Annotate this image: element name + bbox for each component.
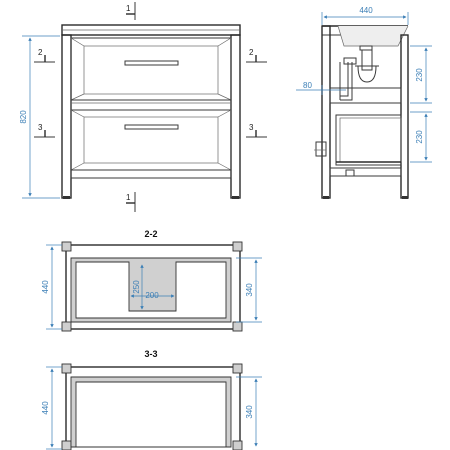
cutout-height-label: 250 <box>132 280 141 294</box>
corner-post <box>232 363 243 374</box>
height-dim-label: 820 <box>19 110 28 124</box>
drawer-box <box>70 376 232 448</box>
corner-post <box>232 241 243 252</box>
section-2-2-title: 2-2 <box>144 229 157 239</box>
upper-drawer-dim-label: 230 <box>415 68 424 82</box>
svg-text:1: 1 <box>126 193 131 202</box>
siphon-offset-dimension: 80 <box>296 81 346 95</box>
bottom-shelf <box>70 169 232 179</box>
svg-text:2: 2 <box>249 48 254 57</box>
drawer-u-cutout <box>70 257 232 323</box>
cutout-width-label: 200 <box>145 291 159 300</box>
basin <box>337 25 409 47</box>
section-marker-1-bottom: 1 <box>126 192 136 212</box>
corner-post <box>61 440 72 450</box>
section-2-2: 2-2 440 340 250 200 <box>41 229 262 332</box>
lower-drawer-handle <box>124 124 179 130</box>
lower-drawer-dim-label: 230 <box>415 130 424 144</box>
side-upper-drawer <box>329 87 402 104</box>
middle-shelf <box>70 99 232 111</box>
section-2-2-depth-dimension: 440 <box>41 244 62 330</box>
side-back-post <box>400 34 409 199</box>
lower-drawer-dimension: 230 <box>410 111 432 163</box>
corner-post <box>61 363 72 374</box>
front-view: 820 1 1 2 2 3 <box>19 2 267 212</box>
corner-post <box>61 321 72 332</box>
svg-text:2: 2 <box>38 48 43 57</box>
left-leg <box>61 34 72 199</box>
section-marker-3-left: 3 <box>34 123 55 138</box>
section-2-2-inner-label: 340 <box>245 283 254 297</box>
side-front-post <box>321 25 331 199</box>
side-lower-drawer <box>335 114 402 166</box>
cutout-width-dimension: 200 <box>130 291 175 300</box>
section-marker-1-top: 1 <box>126 2 136 20</box>
cutout-height-dimension: 250 <box>132 264 144 310</box>
section-3-3-depth-label: 440 <box>41 401 50 415</box>
siphon-offset-label: 80 <box>303 81 312 90</box>
height-dimension: 820 <box>19 35 60 199</box>
section-2-2-inner-dimension: 340 <box>236 257 262 323</box>
corner-post <box>232 321 243 332</box>
upper-drawer-dimension: 230 <box>410 45 432 104</box>
right-leg <box>230 34 241 199</box>
section-marker-3-right: 3 <box>246 123 267 138</box>
section-3-3-depth-dimension: 440 <box>41 366 62 450</box>
section-3-3-title: 3-3 <box>144 349 157 359</box>
section-2-2-depth-label: 440 <box>41 280 50 294</box>
corner-post <box>232 440 243 450</box>
svg-text:1: 1 <box>126 4 131 13</box>
side-view: 440 <box>296 6 432 199</box>
upper-drawer <box>70 37 232 101</box>
svg-text:3: 3 <box>249 123 254 132</box>
section-3-3-inner-dimension: 340 <box>236 376 262 447</box>
section-3-3-inner-label: 340 <box>245 405 254 419</box>
corner-post <box>61 241 72 252</box>
lower-drawer <box>70 109 232 171</box>
upper-drawer-handle <box>124 60 179 66</box>
section-3-3: 3-3 440 340 <box>41 349 262 450</box>
drain-pipe <box>315 141 327 157</box>
side-width-label: 440 <box>359 6 373 15</box>
svg-text:3: 3 <box>38 123 43 132</box>
section-marker-2-right: 2 <box>246 48 267 63</box>
siphon <box>340 50 379 101</box>
section-marker-2-left: 2 <box>34 48 55 63</box>
side-width-dimension: 440 <box>321 6 409 25</box>
